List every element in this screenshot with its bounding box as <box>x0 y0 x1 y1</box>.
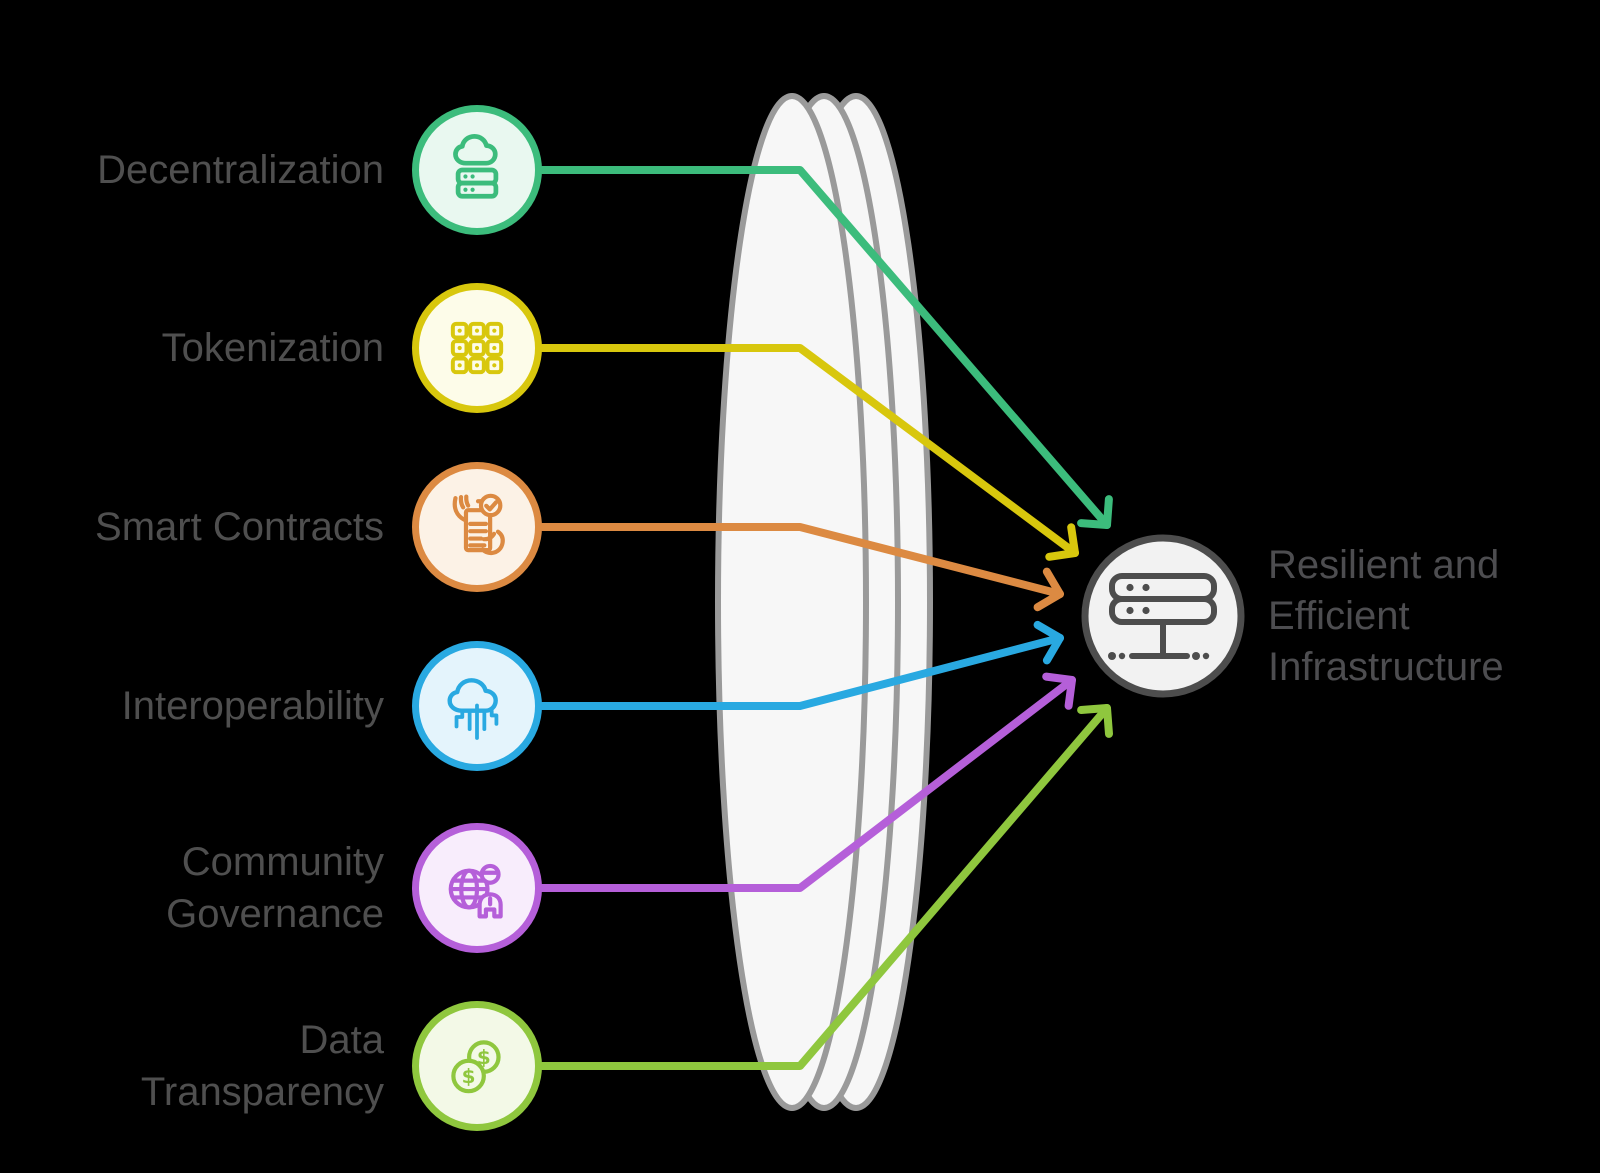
connector-line <box>538 676 1076 892</box>
item-label-tokenization: Tokenization <box>161 326 384 370</box>
svg-text:$: $ <box>462 1064 476 1088</box>
item-label-data-transparency: Data Transparency <box>140 1018 384 1114</box>
arrowhead <box>1077 495 1113 529</box>
connector-line <box>538 344 1079 557</box>
token-grid-icon <box>450 321 504 375</box>
item-circle-tokenization <box>412 283 542 413</box>
globe-person-icon <box>448 863 503 919</box>
cloud-circuit-icon <box>447 678 499 740</box>
item-label-smart-contracts: Smart Contracts <box>95 505 384 549</box>
contract-check-icon <box>452 493 505 556</box>
cloud-server-icon <box>453 134 499 199</box>
item-circle-data-transparency: $ $ <box>412 1001 542 1131</box>
arrowhead <box>1033 620 1064 665</box>
item-circle-interoperability <box>412 641 542 771</box>
item-circle-community-governance <box>412 823 542 953</box>
connector-line <box>538 634 1064 710</box>
arrowhead <box>1042 672 1076 710</box>
server-rack-icon <box>1108 573 1217 660</box>
connector-line <box>538 523 1064 598</box>
connector-line <box>538 166 1111 529</box>
item-circle-smart-contracts <box>412 462 542 592</box>
arrowhead <box>1045 523 1079 561</box>
item-label-interoperability: Interoperability <box>121 684 384 728</box>
item-label-decentralization: Decentralization <box>97 148 384 192</box>
item-circle-decentralization <box>412 105 542 235</box>
coins-icon: $ $ <box>451 1040 501 1094</box>
svg-text:$: $ <box>477 1045 491 1069</box>
arrowhead <box>1077 704 1113 738</box>
node-label: Resilient and Efficient Infrastructure <box>1268 543 1504 689</box>
lens-ellipse <box>715 93 869 1111</box>
arrowhead <box>1033 567 1064 612</box>
item-label-community-governance: Community Governance <box>166 840 384 936</box>
connector-line <box>538 704 1111 1070</box>
